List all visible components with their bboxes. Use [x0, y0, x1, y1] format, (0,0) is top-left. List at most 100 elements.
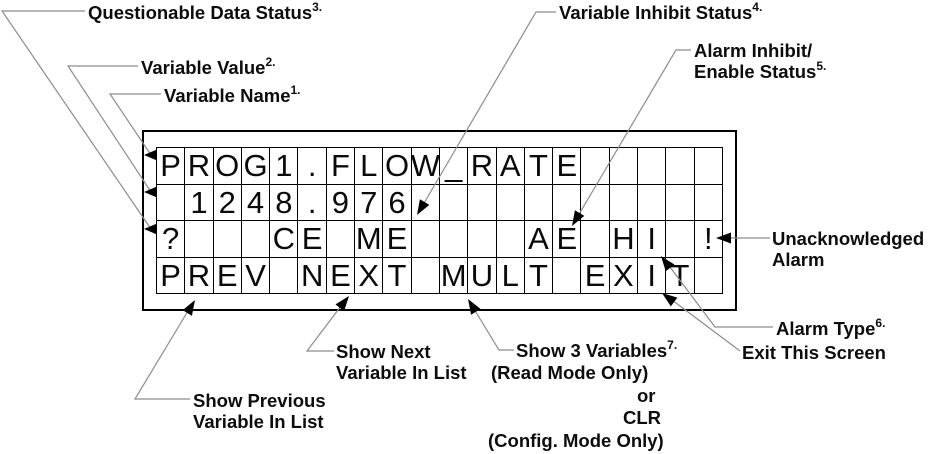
callout-text: Variable In List	[336, 362, 467, 383]
callout-unacknowledged-alarm: Unacknowledged Alarm	[772, 228, 924, 270]
char-cell-r4-c1: P	[157, 257, 186, 294]
char-cell-r1-c11: _	[439, 148, 469, 185]
char-cell-r3-c17: H	[609, 221, 639, 258]
footnote-ref: 2.	[265, 54, 276, 69]
char-cell-r4-c6: N	[298, 257, 327, 294]
footnote-ref: 4.	[752, 0, 763, 14]
char-cell-r2-c20	[694, 184, 723, 221]
callout-text: Variable In List	[193, 411, 324, 432]
callout-text: (Config. Mode Only)	[488, 430, 664, 451]
char-cell-r4-c17: X	[609, 257, 639, 294]
char-cell-r3-c19	[666, 221, 695, 258]
callout-questionable-data-status: Questionable Data Status3.	[88, 0, 323, 23]
callout-text: Variable Name	[164, 85, 291, 106]
char-cell-r3-c20: !	[694, 221, 723, 258]
char-cell-r3-c6: E	[298, 221, 327, 258]
char-cell-r2-c5: 8	[270, 184, 299, 221]
char-cell-r4-c18: I	[638, 257, 667, 294]
char-cell-r2-c4: 4	[241, 184, 271, 221]
char-cell-r3-c10	[411, 221, 440, 258]
callout-variable-value: Variable Value2.	[141, 54, 276, 78]
char-cell-r2-c14	[524, 184, 554, 221]
char-cell-r3-c7	[326, 221, 356, 258]
callout-text: Alarm Type	[776, 318, 876, 339]
footnote-ref: 5.	[816, 58, 827, 73]
char-cell-r2-c17	[609, 184, 639, 221]
char-cell-r1-c7: F	[326, 148, 356, 185]
char-cell-r2-c16	[581, 184, 610, 221]
char-cell-r2-c8: 7	[355, 184, 384, 221]
char-cell-r2-c1	[157, 184, 186, 221]
char-cell-r4-c3: E	[213, 257, 242, 294]
callout-text: Enable Status5.	[694, 58, 827, 82]
char-cell-r1-c2: R	[185, 148, 214, 185]
char-cell-r3-c8: M	[355, 221, 384, 258]
char-cell-r4-c13: L	[496, 257, 525, 294]
leader-variable-value	[66, 65, 152, 193]
callout-text: Variable Inhibit Status	[559, 2, 753, 23]
char-cell-r1-c17	[609, 148, 639, 185]
callout-config-mode-only: (Config. Mode Only)	[488, 430, 664, 451]
leader-show-previous	[133, 305, 192, 400]
callout-or: or	[637, 385, 656, 406]
callout-show-next: Show Next Variable In List	[336, 341, 467, 383]
callout-alarm-type: Alarm Type6.	[776, 315, 886, 339]
char-cell-r4-c2: R	[185, 257, 214, 294]
char-cell-r2-c7: 9	[326, 184, 356, 221]
callout-text: Show 3 Variables	[516, 340, 668, 361]
char-cell-r2-c2: 1	[185, 184, 214, 221]
char-cell-r4-c8: X	[355, 257, 384, 294]
char-cell-r4-c5	[270, 257, 299, 294]
callout-text: or	[637, 385, 656, 406]
char-cell-r3-c18: I	[638, 221, 667, 258]
char-cell-r1-c19	[666, 148, 695, 185]
leader-questionable-data-status	[0, 10, 152, 230]
char-cell-r3-c3	[213, 221, 242, 258]
callout-alarm-inhibit-enable-status: Alarm Inhibit/ Enable Status5.	[694, 40, 826, 82]
char-cell-r2-c11	[439, 184, 469, 221]
footnote-ref: 1.	[290, 82, 301, 97]
char-cell-r3-c12	[468, 221, 497, 258]
char-cell-r1-c4: G	[241, 148, 271, 185]
callout-text: Questionable Data Status	[88, 2, 313, 23]
char-cell-r2-c6: .	[298, 184, 327, 221]
char-cell-r1-c10: W	[410, 148, 440, 185]
char-cell-r4-c10	[411, 257, 440, 294]
callout-read-mode-only: (Read Mode Only)	[491, 362, 648, 383]
char-cell-r4-c11: M	[439, 257, 469, 294]
char-cell-r4-c9: T	[383, 257, 412, 294]
char-cell-r2-c18	[638, 184, 667, 221]
callout-text: CLR	[623, 407, 662, 428]
callout-clr: CLR	[623, 407, 661, 428]
callout-text: Variable Value	[141, 57, 266, 78]
callout-show-previous: Show Previous Variable In List	[193, 390, 326, 432]
char-cell-r4-c7: E	[326, 257, 356, 294]
footnote-ref: 6.	[875, 315, 886, 330]
char-cell-r4-c20	[694, 257, 723, 294]
char-cell-r2-c10	[411, 184, 440, 221]
char-cell-r1-c20	[694, 148, 723, 185]
char-cell-r2-c9: 6	[383, 184, 412, 221]
char-cell-r2-c19	[666, 184, 695, 221]
char-cell-r3-c16	[581, 221, 610, 258]
char-cell-r1-c14: T	[524, 148, 554, 185]
callout-text: Exit This Screen	[742, 342, 886, 363]
callout-text: (Read Mode Only)	[491, 362, 649, 383]
char-cell-r1-c15: E	[553, 148, 582, 185]
char-cell-r1-c8: L	[355, 148, 384, 185]
char-cell-r1-c6: .	[298, 148, 327, 185]
char-cell-r3-c1: ?	[157, 221, 186, 258]
char-cell-r1-c16	[581, 148, 610, 185]
callout-text: Alarm	[772, 249, 825, 270]
char-cell-r2-c15	[553, 184, 582, 221]
char-cell-r3-c15: E	[553, 221, 582, 258]
footnote-ref: 3.	[312, 0, 323, 14]
char-cell-r4-c4: V	[241, 257, 271, 294]
char-cell-r1-c13: A	[496, 148, 525, 185]
char-cell-r1-c5: 1	[270, 148, 299, 185]
char-cell-r1-c18	[638, 148, 667, 185]
char-cell-r4-c15	[553, 257, 582, 294]
char-cell-r3-c14: A	[524, 221, 554, 258]
